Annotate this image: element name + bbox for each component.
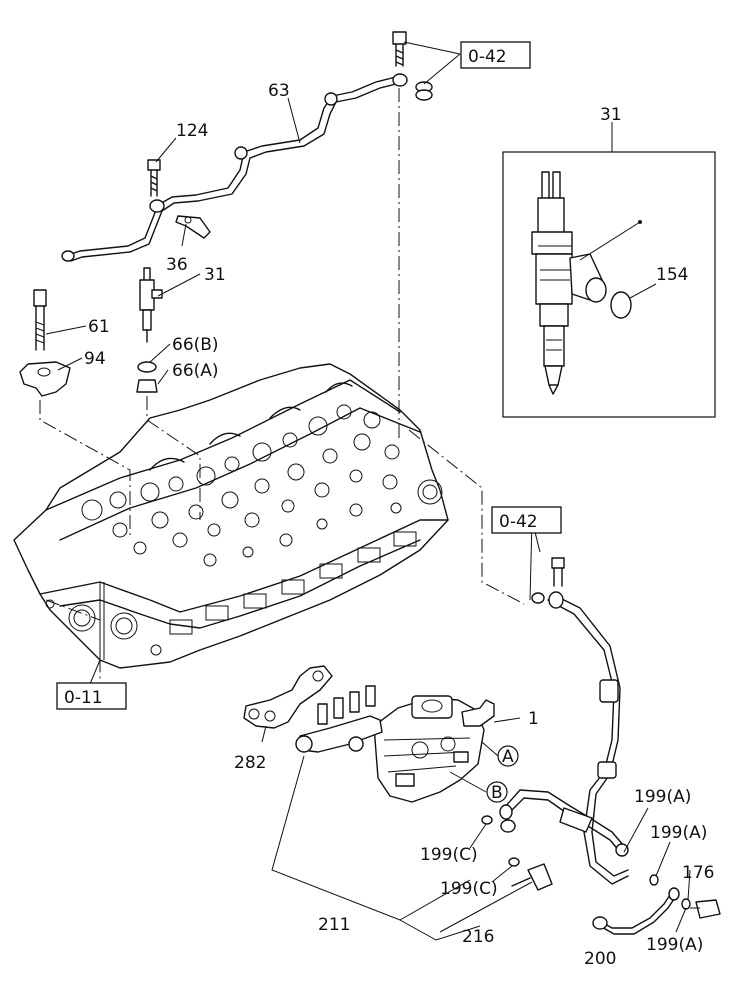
bolt-176[interactable] — [690, 899, 721, 919]
bolt-216[interactable] — [511, 863, 553, 891]
label-124: 124 — [176, 121, 208, 141]
label-61: 61 — [88, 317, 110, 337]
detail-frame — [502, 151, 716, 418]
clamp-36[interactable] — [175, 215, 211, 239]
label-66b: 66(B) — [172, 335, 219, 355]
label-200: 200 — [584, 949, 616, 969]
stud-61[interactable] — [33, 289, 47, 351]
o-ring-154[interactable] — [610, 291, 632, 319]
ref-0-42-top-text[interactable]: 0-42 — [468, 47, 507, 67]
bolt-124[interactable] — [147, 159, 161, 197]
label-199a-3: 199(A) — [646, 935, 703, 955]
ref-0-11-text[interactable]: 0-11 — [64, 688, 103, 708]
injector-31-small[interactable] — [139, 267, 163, 343]
label-199a-1: 199(A) — [634, 787, 691, 807]
ref-0-42-mid-text[interactable]: 0-42 — [499, 512, 538, 532]
label-176: 176 — [682, 863, 714, 883]
label-circle-b: B — [491, 783, 503, 803]
bracket-282[interactable] — [243, 665, 333, 729]
o-ring-66b[interactable] — [137, 361, 157, 373]
seal-66a[interactable] — [136, 379, 158, 393]
ref-box-0-42-mid[interactable] — [491, 506, 562, 534]
label-154: 154 — [656, 265, 688, 285]
eye-bolt-top[interactable] — [392, 31, 433, 101]
callout-a-circle — [497, 745, 519, 767]
label-199c-1: 199(C) — [420, 845, 478, 865]
pipe-200[interactable] — [592, 887, 680, 935]
leader-lines — [45, 41, 691, 941]
label-94: 94 — [84, 349, 106, 369]
washers-199c[interactable] — [481, 815, 520, 867]
label-199c-2: 199(C) — [440, 879, 498, 899]
fuel-pipe-lower[interactable] — [499, 789, 629, 857]
label-211: 211 — [318, 915, 350, 935]
injector-31-detail[interactable] — [531, 171, 607, 395]
label-66a: 66(A) — [172, 361, 219, 381]
label-31-left: 31 — [204, 265, 226, 285]
hp-pipe-right[interactable] — [547, 591, 629, 885]
label-1: 1 — [528, 709, 539, 729]
callout-b-circle — [486, 781, 508, 803]
label-282: 282 — [234, 753, 266, 773]
label-circle-a: A — [502, 747, 514, 767]
injection-pipe-63[interactable] — [61, 73, 408, 262]
label-199a-2: 199(A) — [650, 823, 707, 843]
label-31-detail: 31 — [600, 105, 622, 125]
label-63: 63 — [268, 81, 290, 101]
label-36: 36 — [166, 255, 188, 275]
clamp-94[interactable] — [19, 361, 71, 397]
callout-labels: 0-42 0-42 0-11 63 124 36 31 31 154 61 94… — [64, 47, 714, 969]
ref-box-0-42-top[interactable] — [460, 41, 531, 69]
label-216: 216 — [462, 927, 494, 947]
ref-box-0-11[interactable] — [56, 682, 127, 710]
common-rail-211[interactable] — [295, 685, 383, 753]
eye-bolt-mid[interactable] — [531, 557, 565, 604]
cylinder-head — [13, 363, 449, 669]
